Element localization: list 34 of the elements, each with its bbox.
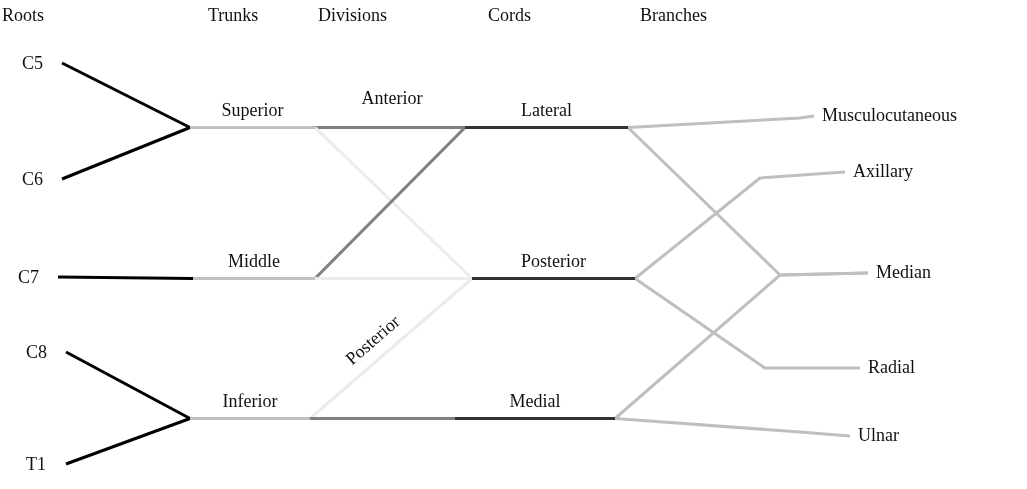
- root-label: C8: [26, 341, 66, 363]
- branch-label: Musculocutaneous: [814, 104, 957, 128]
- nerve-line: [315, 126, 465, 129]
- root-label: C5: [22, 52, 62, 74]
- cord-segment: Posterior: [472, 248, 635, 280]
- nerve-line: [65, 417, 191, 466]
- nerve-line: [614, 417, 851, 438]
- nerve-line: [309, 277, 473, 420]
- column-heading: Branches: [640, 4, 707, 26]
- nerve-line: [310, 417, 455, 420]
- nerve-line: [634, 277, 860, 370]
- trunk-segment: Superior: [190, 97, 315, 129]
- branch-label: Axillary: [845, 160, 913, 184]
- nerve-line: [58, 275, 193, 280]
- trunk-segment: Inferior: [190, 388, 310, 420]
- root-label: C6: [22, 168, 62, 190]
- root-label: C7: [18, 266, 58, 288]
- nerve-line: [634, 170, 846, 280]
- nerve-line: [65, 350, 191, 420]
- nerve-line: [627, 114, 815, 129]
- cord-segment: Lateral: [465, 97, 628, 129]
- nerve-line: [614, 271, 869, 420]
- column-heading: Cords: [488, 4, 531, 26]
- column-heading: Divisions: [318, 4, 387, 26]
- root-label: T1: [26, 453, 66, 475]
- nerve-line: [61, 61, 191, 129]
- branch-label: Ulnar: [850, 424, 899, 448]
- branch-label: Radial: [860, 356, 915, 380]
- column-heading: Roots: [2, 4, 44, 26]
- branch-label: Median: [868, 261, 931, 285]
- cord-segment: Medial: [455, 388, 615, 420]
- nerve-line: [61, 126, 191, 181]
- trunk-segment: Middle: [193, 248, 315, 280]
- column-heading: Trunks: [208, 4, 259, 26]
